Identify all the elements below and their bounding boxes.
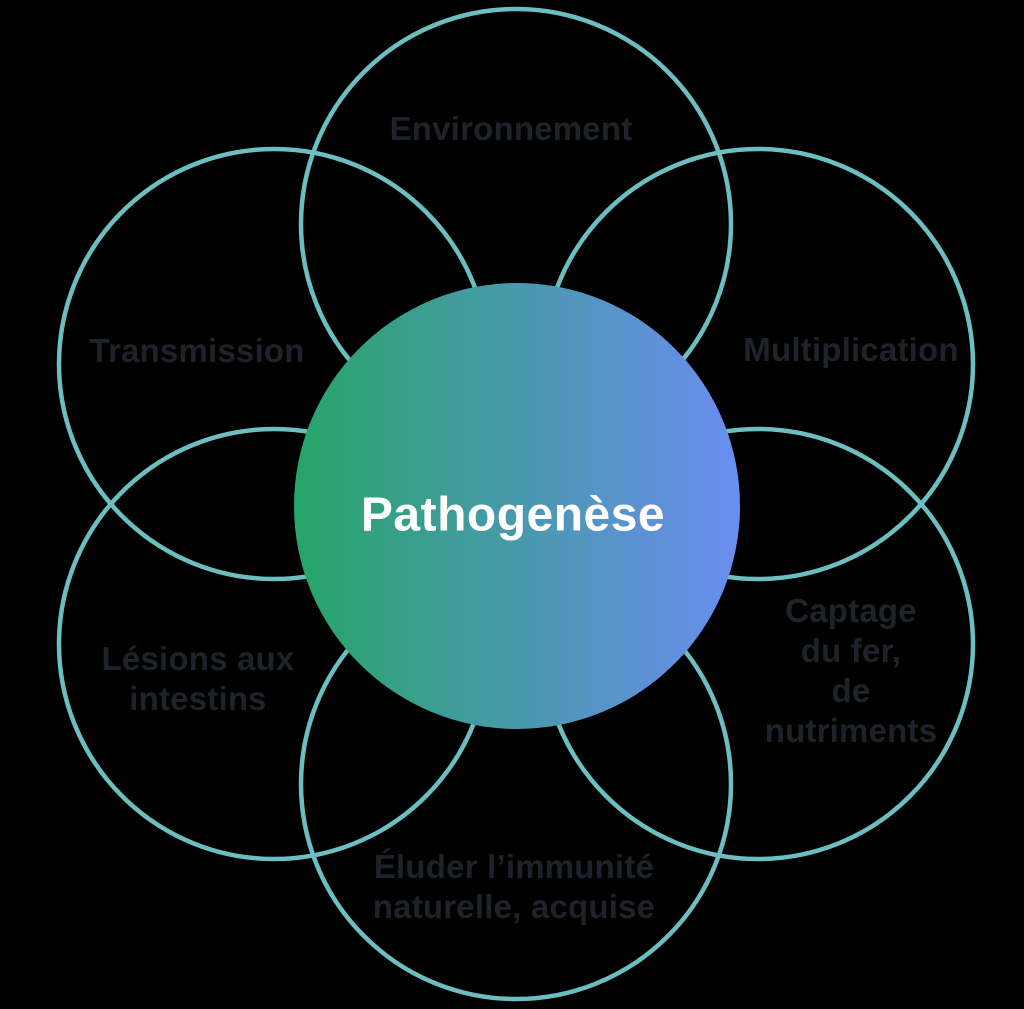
- petal-label-eluder: Éluder l’immunité naturelle, acquise: [372, 848, 656, 925]
- petal-label-lesions: Lésions aux intestins: [101, 640, 295, 717]
- petal-label-transmission: Transmission: [89, 332, 305, 370]
- center-circle-label: Pathogenèse: [360, 488, 666, 542]
- petal-label-multiplication: Multiplication: [743, 331, 959, 369]
- center-gradient-circle: [294, 283, 740, 729]
- petal-label-captage: Captage du fer, de nutriments: [764, 592, 938, 749]
- petal-label-environnement: Environnement: [389, 110, 633, 148]
